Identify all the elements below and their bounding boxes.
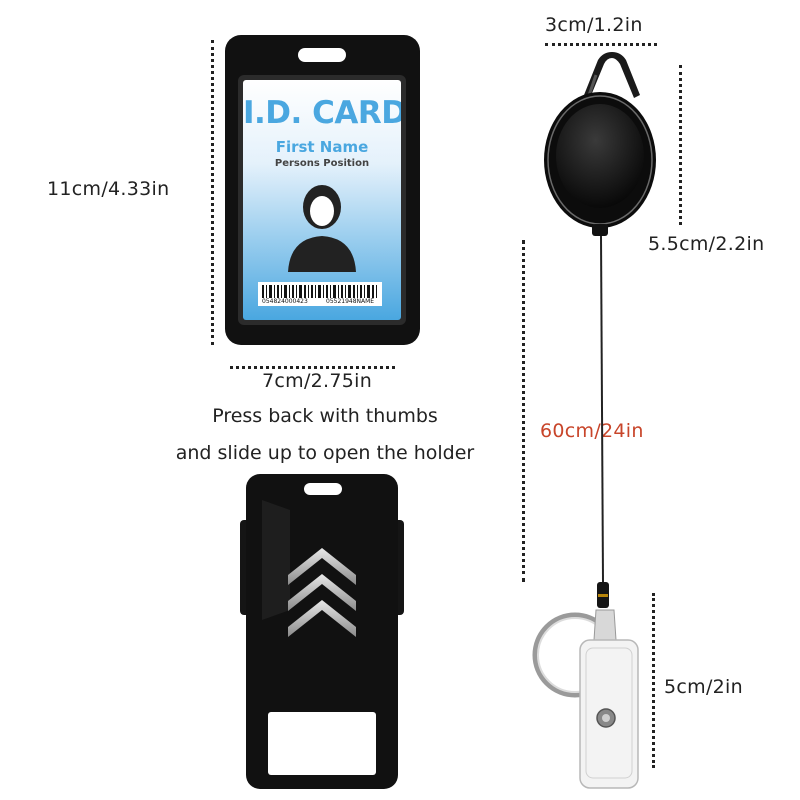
holder-height-guide [211,40,214,345]
clip-width-guide [545,43,657,46]
barcode-number-right: 05521948NAME [326,298,375,305]
barcode-number-left: 054824000423 [262,298,308,305]
strap-length-guide [652,593,655,768]
instruction-line-2: and slide up to open the holder [175,442,475,464]
cord-length-guide [522,240,525,582]
instruction-line-1: Press back with thumbs [212,405,438,427]
instruction-caption: Press back with thumbs and slide up to o… [140,398,510,472]
clear-strap-icon [579,609,639,789]
id-card-title: I.D. CARD [243,95,401,131]
id-card-name: First Name [275,138,369,156]
chevron-up-icon [288,548,356,637]
carabiner-clip-icon [584,52,640,109]
split-ring-icon [532,612,618,698]
reel-height-guide [679,65,682,225]
strap-length-label: 5cm/2in [664,676,743,698]
holder-width-label: 7cm/2.75in [262,370,373,392]
id-card-position: Persons Position [274,158,370,169]
holder-height-label: 11cm/4.33in [47,178,170,200]
barcode [262,285,377,298]
clip-width-label: 3cm/1.2in [545,14,643,36]
person-silhouette-icon [288,185,356,272]
cord-length-label: 60cm/24in [540,420,644,442]
reel-height-label: 5.5cm/2.2in [648,233,765,255]
holder-width-guide [230,366,395,369]
